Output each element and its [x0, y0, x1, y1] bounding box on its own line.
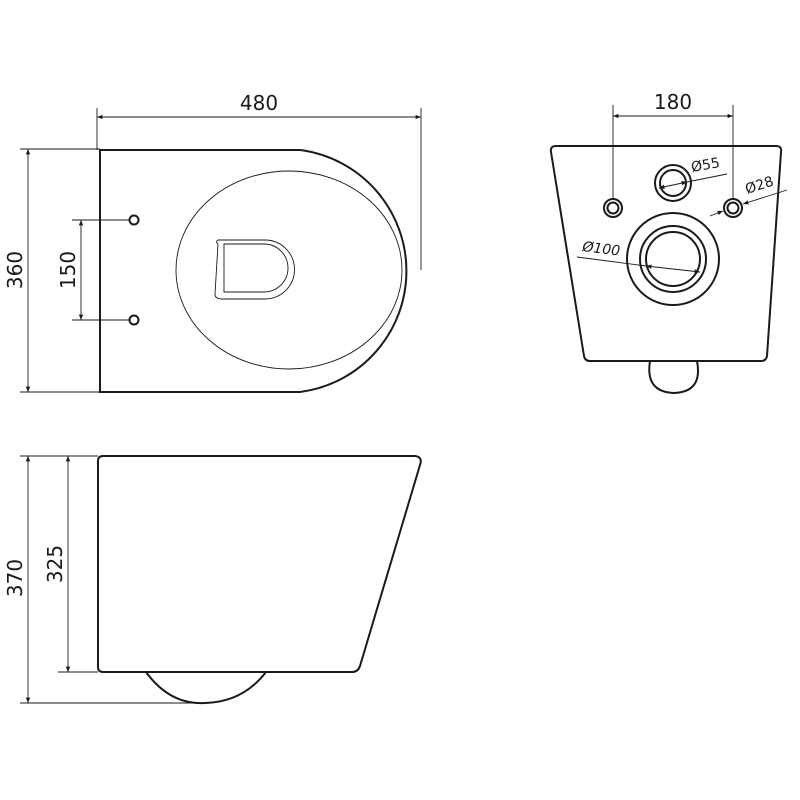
rear-plate-outline — [549, 145, 783, 362]
bolt-hole-left-inner — [606, 201, 620, 215]
bolt-hole-right-inner — [726, 201, 740, 215]
seat-hole-bottom — [128, 314, 140, 326]
water-inlet-diameter-label: Ø55 — [690, 155, 721, 176]
bowl-rim-ellipse — [175, 170, 403, 370]
bolt-hole-diameter-label: Ø28 — [743, 174, 775, 198]
top-view: 480 360 150 — [3, 91, 422, 393]
side-outlet-bump — [145, 671, 267, 705]
outlet-inner — [645, 231, 701, 287]
outlet-outer — [626, 212, 720, 306]
drain-d-inner — [223, 243, 289, 293]
outlet-middle — [639, 225, 707, 293]
bowl-top-outline — [99, 149, 408, 393]
outlet-diameter-label: Ø100 — [581, 239, 621, 260]
rear-view: 180 Ø55 Ø28 Ø100 — [549, 90, 788, 395]
width-label: 480 — [240, 91, 278, 115]
water-inlet-outer — [654, 164, 692, 202]
body-height-label: 325 — [43, 545, 67, 583]
side-body-outline — [97, 455, 422, 673]
drain-d-outer — [214, 239, 295, 300]
side-view: 370 325 — [3, 455, 422, 705]
seat-spacing-label: 150 — [56, 251, 80, 289]
depth-label: 360 — [3, 251, 27, 289]
rear-outlet-bump — [648, 360, 699, 395]
bolt-spacing-label: 180 — [654, 90, 692, 114]
seat-hole-top — [128, 214, 140, 226]
total-height-label: 370 — [3, 559, 27, 597]
